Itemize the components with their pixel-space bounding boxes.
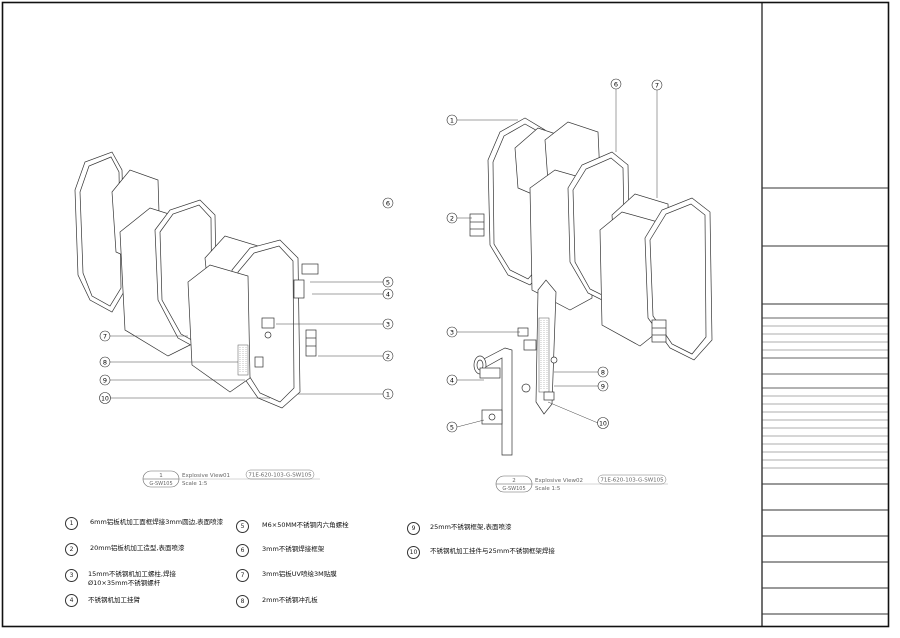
- callout-2-v2: 2: [446, 212, 458, 224]
- svg-text:G-SW105: G-SW105: [149, 481, 172, 487]
- callout-8-v2: 8: [597, 366, 609, 378]
- callout-4-v1: 4: [382, 288, 394, 300]
- callout-1-v2: 1: [446, 114, 458, 126]
- callout-9-v1: 9: [99, 374, 111, 386]
- svg-text:2: 2: [386, 353, 390, 361]
- callout-3-v2: 3: [446, 326, 458, 338]
- legend-num-2: 2: [65, 543, 78, 556]
- svg-text:1: 1: [159, 473, 163, 479]
- legend-text-2: 20mm铝板机加工造型,表面喷漆: [90, 544, 185, 552]
- callout-7-v2: 7: [651, 79, 663, 91]
- explosive-view-1: [74, 151, 319, 409]
- svg-text:Scale 1:5: Scale 1:5: [535, 486, 561, 492]
- callout-4-v2: 4: [446, 374, 458, 386]
- svg-text:8: 8: [601, 369, 605, 377]
- callout-5-v2: 5: [446, 421, 458, 433]
- svg-text:1: 1: [450, 117, 454, 125]
- callout-1-v1: 1: [382, 388, 394, 400]
- explosive-view-2: [469, 117, 713, 456]
- legend-text-10: 不锈钢机加工挂件与25mm不锈钢框架焊接: [430, 547, 555, 555]
- legend-num-9: 9: [407, 522, 420, 535]
- svg-text:7: 7: [655, 82, 659, 90]
- svg-text:9: 9: [103, 377, 107, 385]
- callout-9-v2: 9: [597, 380, 609, 392]
- svg-text:Scale 1:5: Scale 1:5: [182, 481, 208, 487]
- title-block: [762, 187, 888, 615]
- callout-10-v1: 10: [99, 392, 111, 404]
- legend-num-6: 6: [236, 544, 249, 557]
- svg-text:5: 5: [386, 279, 390, 287]
- svg-text:9: 9: [601, 383, 605, 391]
- legend-text-5: M6×50MM不锈钢内六角螺栓: [262, 521, 349, 529]
- svg-text:Explosive View01: Explosive View01: [182, 473, 230, 479]
- svg-text:G-SW105: G-SW105: [502, 486, 525, 492]
- legend-text-1: 6mm铝板机加工面框焊接3mm圆边,表面喷漆: [90, 518, 224, 526]
- svg-text:3: 3: [386, 321, 390, 329]
- svg-text:6: 6: [386, 200, 390, 208]
- callout-2-v1: 2: [382, 350, 394, 362]
- legend-text-7: 3mm铝板UV喷绘3M贴膜: [262, 570, 337, 578]
- sheet-border: [1, 1, 890, 628]
- legend-text-8: 2mm不锈钢冲孔板: [262, 596, 318, 604]
- svg-text:10: 10: [101, 396, 109, 403]
- callout-8-v1: 8: [99, 356, 111, 368]
- svg-text:1: 1: [386, 391, 390, 399]
- legend-num-10: 10: [407, 546, 420, 559]
- svg-text:10: 10: [599, 421, 607, 428]
- legend-text-6: 3mm不锈钢焊接框架: [262, 545, 325, 553]
- callout-7-v1: 7: [99, 330, 111, 342]
- svg-text:8: 8: [103, 359, 107, 367]
- callout-6-v1: 6: [382, 197, 394, 209]
- legend-text-3: 15mm不锈钢机加工螺柱,焊接Ø10×35mm不锈钢螺杆: [88, 570, 177, 587]
- view-title-1: 1 G-SW105 Explosive View01 Scale 1:5 71E…: [142, 469, 320, 488]
- leaders-view-2: [456, 89, 658, 428]
- callout-10-v2: 10: [597, 417, 609, 429]
- legend-num-1: 1: [65, 517, 78, 530]
- svg-text:4: 4: [450, 377, 454, 385]
- svg-text:3: 3: [450, 329, 454, 337]
- view-title-2: 2 G-SW105 Explosive View02 Scale 1:5 71E…: [495, 474, 668, 493]
- leaders-view-1: [110, 281, 383, 399]
- svg-text:7: 7: [103, 333, 107, 341]
- callout-3-v1: 3: [382, 318, 394, 330]
- legend-text-9: 25mm不锈钢框架,表面喷漆: [430, 523, 512, 531]
- svg-text:71E-620-103-G-SW105: 71E-620-103-G-SW105: [248, 473, 312, 479]
- svg-text:5: 5: [450, 424, 454, 432]
- legend-num-7: 7: [236, 569, 249, 582]
- legend-text-4: 不锈钢机加工挂臂: [88, 596, 140, 604]
- callout-5-v1: 5: [382, 276, 394, 288]
- callout-6-v2: 6: [610, 78, 622, 90]
- svg-text:2: 2: [512, 478, 516, 484]
- svg-text:6: 6: [614, 81, 618, 89]
- svg-text:Explosive View02: Explosive View02: [535, 478, 583, 484]
- svg-text:71E-620-103-G-SW105: 71E-620-103-G-SW105: [600, 478, 664, 484]
- svg-text:4: 4: [386, 291, 390, 299]
- legend-num-5: 5: [236, 520, 249, 533]
- legend-num-8: 8: [236, 595, 249, 608]
- svg-text:2: 2: [450, 215, 454, 223]
- legend-num-3: 3: [65, 569, 78, 582]
- legend-num-4: 4: [65, 594, 78, 607]
